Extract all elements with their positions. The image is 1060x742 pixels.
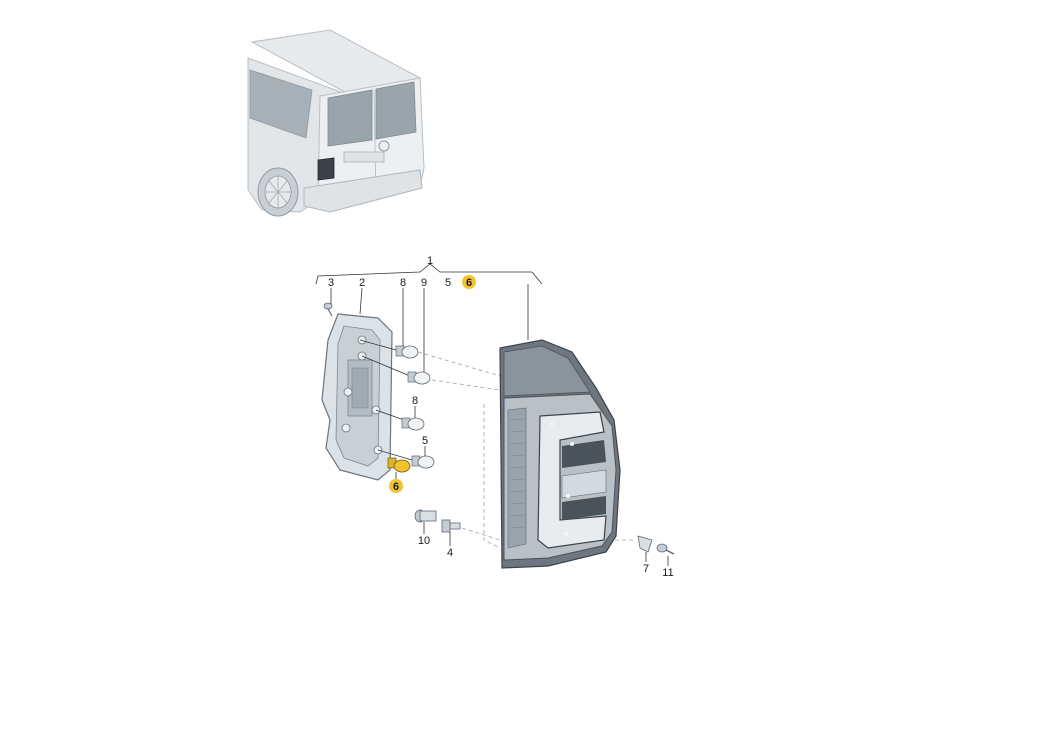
callout-6-top[interactable]: 6: [466, 277, 472, 289]
bulb-5: [411, 455, 435, 469]
callout-8-top[interactable]: 8: [400, 277, 406, 289]
callout-3[interactable]: 3: [328, 277, 334, 289]
clip-7: [637, 535, 653, 553]
vehicle-rear-view: [247, 29, 425, 217]
assembly-bracket: [315, 263, 543, 340]
callout-9[interactable]: 9: [421, 277, 427, 289]
bulb-8-top: [395, 345, 419, 359]
callout-5-mid[interactable]: 5: [422, 435, 428, 447]
bulb-8-mid: [401, 417, 425, 431]
callout-labels: 1 3 2 8 9 5 6 8 5 6 10 4 7 11: [328, 255, 674, 579]
callout-11[interactable]: 11: [662, 567, 673, 579]
callout-10[interactable]: 10: [418, 535, 430, 547]
alignment-lines: [417, 351, 636, 549]
stud-10: [414, 509, 437, 523]
callout-2[interactable]: 2: [359, 277, 365, 289]
callout-7[interactable]: 7: [643, 563, 649, 575]
callout-6-top-badge[interactable]: 6: [462, 275, 476, 289]
tail-light-housing: [499, 339, 621, 569]
bulb-9: [407, 371, 431, 385]
screw-11: [656, 543, 675, 555]
callout-6-mid[interactable]: 6: [393, 481, 399, 493]
screw-3: [323, 302, 333, 317]
bulb-holder: [321, 313, 413, 481]
callout-5-top[interactable]: 5: [445, 277, 451, 289]
callout-6-mid-badge[interactable]: 6: [389, 479, 403, 493]
bulb-6-highlighted: [387, 457, 411, 473]
callout-8-mid[interactable]: 8: [412, 395, 418, 407]
callout-4[interactable]: 4: [447, 547, 453, 559]
callout-1[interactable]: 1: [427, 255, 433, 267]
nut-4: [441, 519, 461, 533]
leader-lines: [330, 287, 669, 566]
